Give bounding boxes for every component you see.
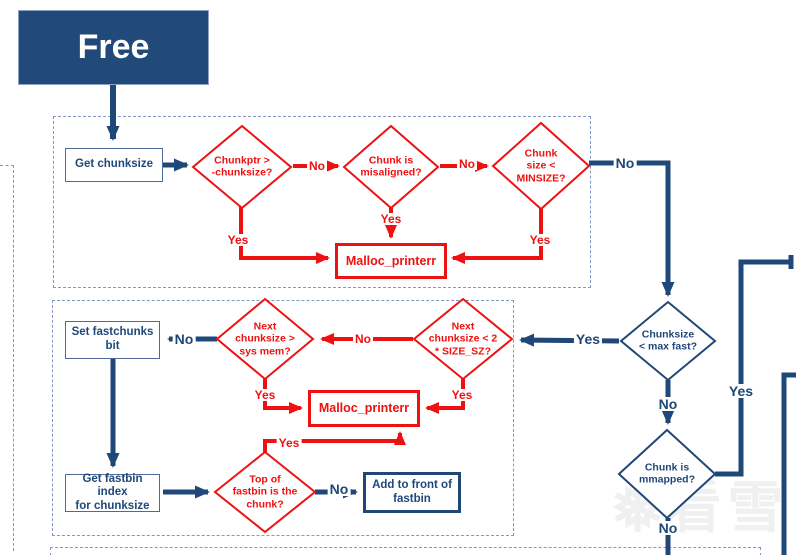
diamond-chunkptr-check bbox=[191, 124, 293, 210]
node-get-fastbin-index: Get fastbin index for chunksize bbox=[65, 473, 160, 512]
container-left-partial bbox=[0, 165, 14, 551]
edge-label-maxfast-no: No bbox=[656, 396, 680, 412]
edge-mmapped-yes-up-right bbox=[715, 259, 791, 477]
container-sanity-checks bbox=[53, 116, 591, 288]
edge-label-misaligned-no: No bbox=[457, 157, 477, 171]
diamond-misaligned-check bbox=[342, 124, 440, 210]
node-malloc-printerr-1: Malloc_printerr bbox=[335, 243, 447, 279]
edge-label-maxfast-yes: Yes bbox=[573, 331, 603, 347]
node-add-to-front-of-fastbin: Add to front of fastbin bbox=[363, 472, 461, 513]
edge-label-mmapped-no: No bbox=[656, 520, 680, 536]
edge-label-mmapped-yes: Yes bbox=[726, 383, 756, 399]
edge-label-sysmem-yes: Yes bbox=[252, 388, 278, 402]
diamond-sizesz-check bbox=[412, 297, 514, 381]
diamond-topfastbin-check bbox=[213, 450, 317, 534]
edge-chunkptr-yes-to-printerr1 bbox=[239, 207, 330, 264]
edge-right-vertical bbox=[781, 372, 796, 555]
edge-label-misaligned-yes: Yes bbox=[378, 212, 404, 226]
container-fastbin-path bbox=[52, 300, 514, 536]
node-get-chunksize: Get chunksize bbox=[65, 148, 163, 182]
edge-minsize-no-to-maxfast bbox=[589, 160, 675, 297]
edge-label-topfastbin-no: No bbox=[327, 481, 351, 497]
edge-sysmem-yes-to-printerr2 bbox=[263, 379, 303, 414]
edge-label-chunkptr-yes: Yes bbox=[225, 233, 251, 247]
edge-maxfast-yes-to-sizesz bbox=[519, 333, 620, 347]
edge-label-minsize-yes: Yes bbox=[527, 233, 553, 247]
edge-minsize-yes-to-printerr1 bbox=[451, 208, 543, 264]
diamond-maxfast-check bbox=[619, 300, 717, 382]
diamond-minsize-check bbox=[491, 121, 591, 211]
edge-label-sizesz-no: No bbox=[353, 332, 373, 346]
free-entry-node: Free bbox=[18, 10, 209, 85]
diamond-sysmem-check bbox=[215, 297, 315, 381]
node-set-fastchunks-bit: Set fastchunks bit bbox=[65, 321, 160, 359]
edge-label-minsize-no: No bbox=[613, 155, 637, 171]
node-malloc-printerr-2: Malloc_printerr bbox=[308, 390, 420, 427]
edge-sizesz-yes-to-printerr2 bbox=[425, 379, 465, 414]
edge-label-sysmem-no: No bbox=[172, 331, 196, 347]
edge-label-sizesz-yes: Yes bbox=[449, 388, 475, 402]
diamond-mmapped-check bbox=[617, 428, 717, 520]
edge-label-topfastbin-yes: Yes bbox=[276, 436, 302, 450]
container-bottom-partial bbox=[50, 547, 761, 555]
edge-topfastbin-yes-to-printerr2 bbox=[263, 431, 406, 452]
edge-label-chunkptr-no: No bbox=[307, 159, 327, 173]
